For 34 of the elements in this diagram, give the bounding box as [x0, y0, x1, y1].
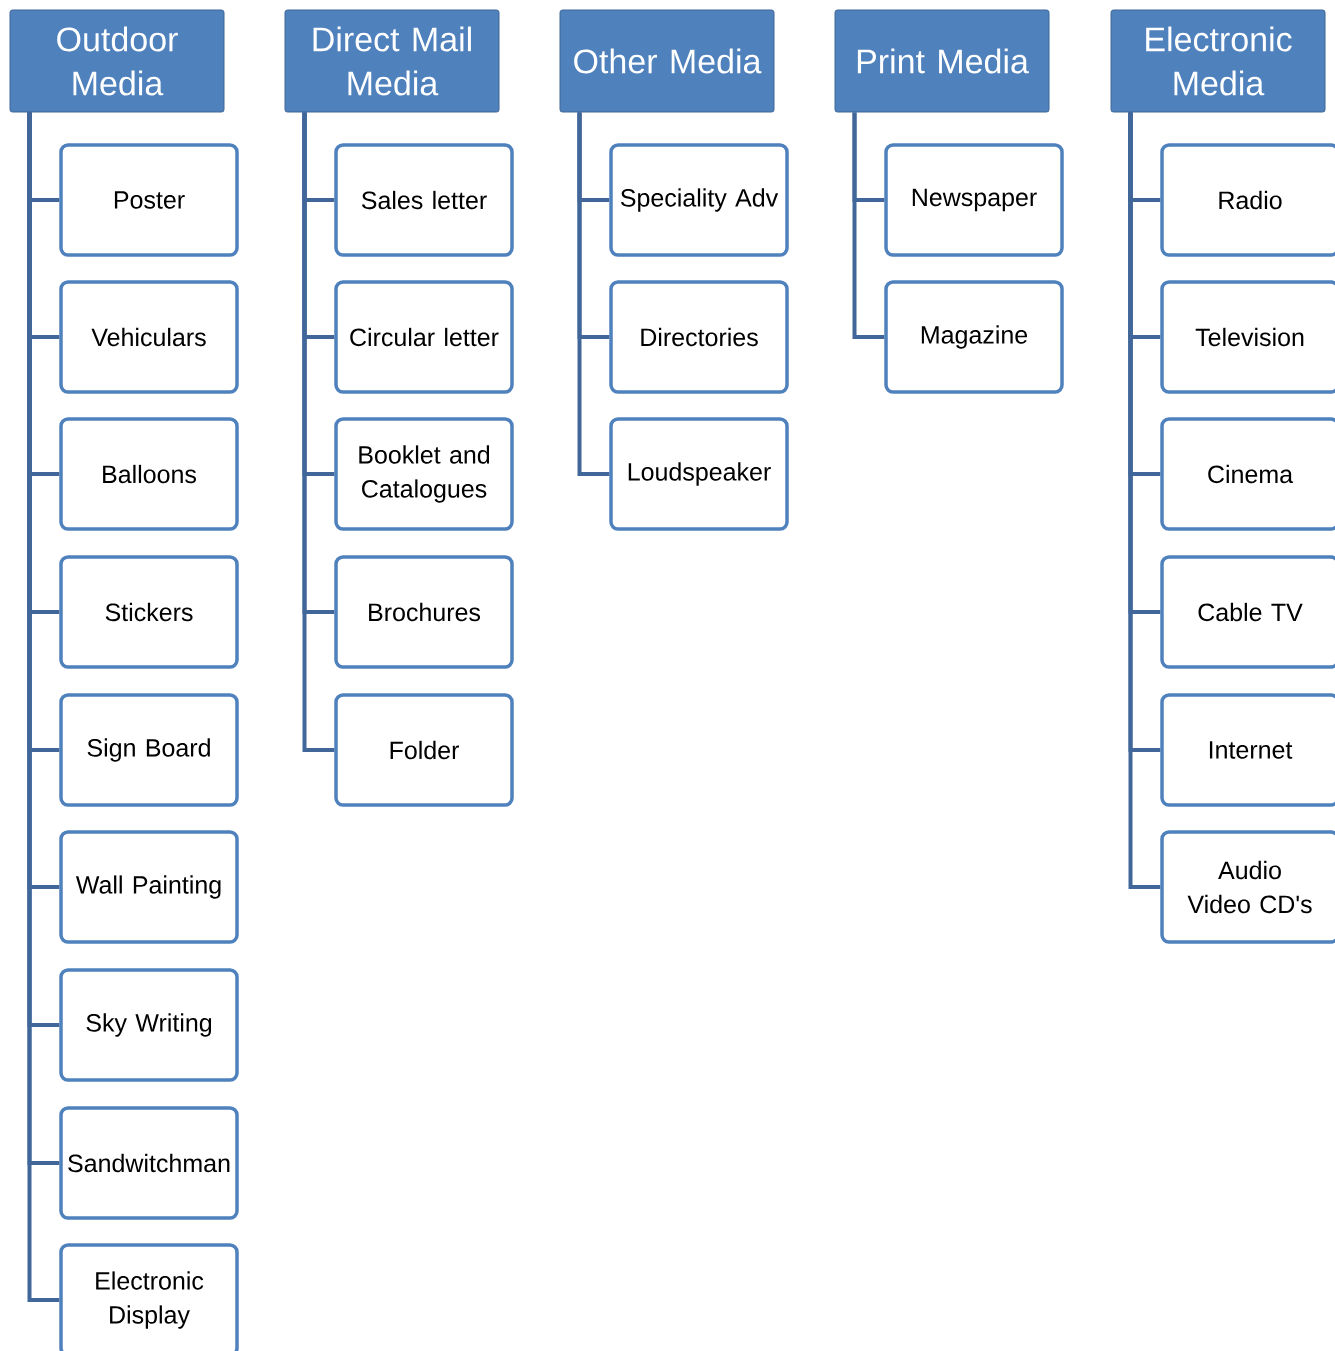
media-box: Audio Video CD's — [1160, 830, 1335, 944]
media-box: Sign Board — [59, 693, 239, 807]
media-box: Loudspeaker — [609, 417, 789, 531]
media-box: Television — [1160, 280, 1335, 394]
media-box: Magazine — [884, 280, 1064, 394]
media-box: Brochures — [334, 555, 514, 669]
media-box: Sky Writing — [59, 968, 239, 1082]
connector-line — [1128, 112, 1161, 889]
media-box: Cinema — [1160, 417, 1335, 531]
category-header: Outdoor Media — [9, 9, 225, 113]
category-header: Electronic Media — [1110, 9, 1326, 113]
media-box: Directories — [609, 280, 789, 394]
category-header: Print Media — [834, 9, 1050, 113]
media-box: Circular letter — [334, 280, 514, 394]
category-header: Other Media — [559, 9, 775, 113]
media-box: Folder — [334, 693, 514, 807]
connector-line — [577, 112, 610, 476]
media-box: Booklet and Catalogues — [334, 417, 514, 531]
connector-line — [302, 112, 335, 752]
media-box: Sales letter — [334, 143, 514, 257]
category-header: Direct Mail Media — [284, 9, 500, 113]
connector-line — [852, 112, 885, 339]
media-box: Cable TV — [1160, 555, 1335, 669]
media-box: Radio — [1160, 143, 1335, 257]
media-box: Speciality Adv — [609, 143, 789, 257]
media-box: Newspaper — [884, 143, 1064, 257]
media-box: Internet — [1160, 693, 1335, 807]
media-box: Balloons — [59, 417, 239, 531]
media-box: Electronic Display — [59, 1243, 239, 1351]
media-box: Vehiculars — [59, 280, 239, 394]
media-box: Poster — [59, 143, 239, 257]
media-box: Stickers — [59, 555, 239, 669]
media-box: Wall Painting — [59, 830, 239, 944]
media-box: Sandwitchman — [59, 1106, 239, 1220]
